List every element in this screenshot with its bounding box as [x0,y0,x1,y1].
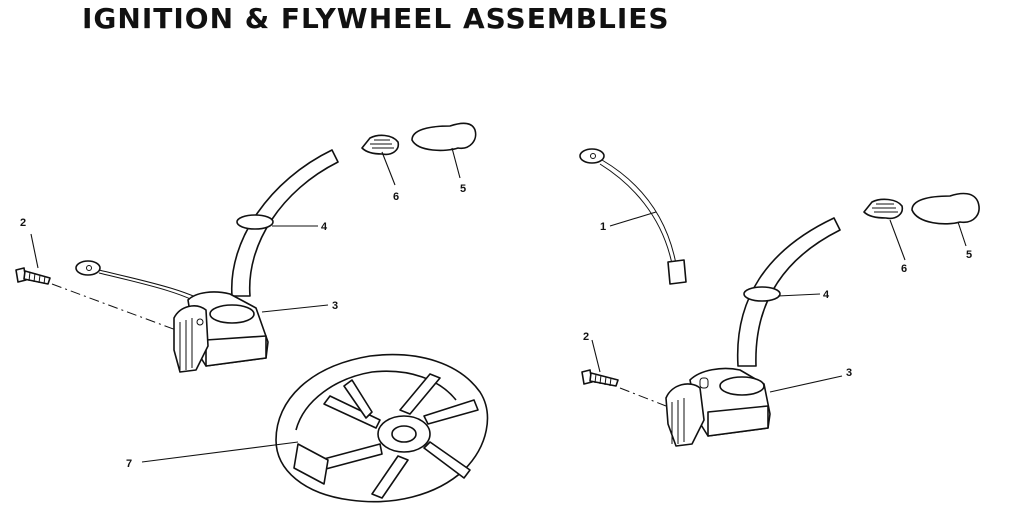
callout-right-6: 6 [901,263,907,275]
callout-left-2: 2 [20,217,26,229]
callout-right-1: 1 [600,221,606,233]
spring-clip-left [361,134,400,156]
ignition-coil-left [173,291,269,373]
alignment-line-right [619,387,667,407]
ht-lead-left [231,149,339,297]
diagram-title: IGNITION & FLYWHEEL ASSEMBLIES [82,2,670,35]
spark-plug-boot-right [911,192,980,225]
ground-wire-right [579,148,687,285]
callout-right-2: 2 [583,331,589,343]
callout-right-3: 3 [846,367,852,379]
callout-left-5: 5 [460,183,466,195]
spark-plug-boot-left [411,122,477,152]
callout-right-4: 4 [823,289,830,301]
callout-left-7: 7 [126,458,132,470]
screw-left [15,267,51,285]
callout-left-6: 6 [393,191,399,203]
callout-left-4: 4 [321,221,328,233]
alignment-line-left [51,283,177,331]
flywheel [275,353,489,503]
screw-right [581,369,619,387]
ignition-coil-right [665,367,771,447]
spring-clip-right [863,198,904,220]
ht-lead-right [736,217,841,367]
callout-left-3: 3 [332,300,338,312]
callout-right-5: 5 [966,249,972,261]
